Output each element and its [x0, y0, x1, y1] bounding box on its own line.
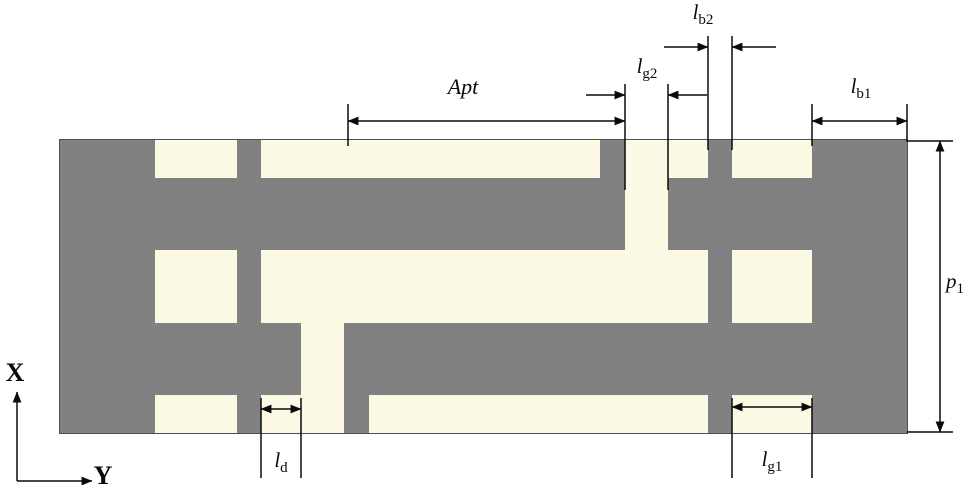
axis-label-y: Y — [93, 461, 113, 490]
metal-stub-top — [600, 140, 625, 178]
metal-bar-bottom-right — [344, 323, 812, 395]
metal-bar-bottom-left — [155, 323, 301, 395]
dimension-label-lg2: lg2 — [636, 54, 658, 82]
axis-label-x: X — [5, 358, 25, 387]
dimension-label-apt: Apt — [447, 74, 479, 99]
metal-left-wall — [60, 140, 155, 433]
dimension-label-lg1: lg1 — [761, 447, 783, 475]
dim-lb2 — [664, 36, 776, 150]
dimension-label-lb2: lb2 — [692, 0, 714, 28]
unit-cell-structure — [60, 140, 907, 433]
dimension-label-ld: ld — [274, 448, 288, 476]
metal-right-wall — [812, 140, 907, 433]
dimension-label-lb1: lb1 — [850, 74, 872, 102]
metal-bar-top-left — [155, 178, 625, 250]
dimension-label-p1: p1 — [946, 269, 964, 297]
metal-bar-top-right — [668, 178, 812, 250]
metal-stub-bottom — [344, 395, 369, 433]
